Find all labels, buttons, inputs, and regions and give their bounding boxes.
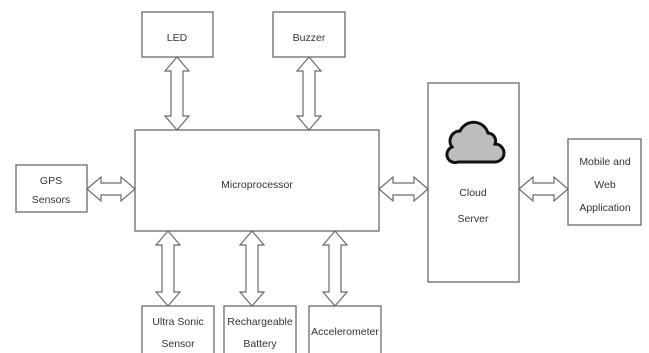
buzzer-block: Buzzer — [272, 11, 346, 58]
rechargeable-battery-block: Rechargeable Battery — [223, 305, 297, 353]
buzzer-microprocessor-arrow — [295, 56, 323, 131]
webapp-label-line1: Mobile and — [579, 156, 631, 168]
cloud-label-line1: Cloud — [459, 187, 487, 199]
led-label: LED — [167, 32, 188, 44]
battery-label-line2: Battery — [243, 338, 277, 350]
led-block: LED — [141, 11, 214, 58]
cloud-icon — [445, 120, 506, 165]
microprocessor-ultrasonic-arrow — [154, 230, 182, 307]
microprocessor-block: Microprocessor — [134, 129, 380, 232]
ultrasonic-sensor-block: Ultra Sonic Sensor — [141, 305, 215, 353]
mobile-web-application-block: Mobile and Web Application — [567, 138, 642, 226]
buzzer-label: Buzzer — [293, 32, 326, 44]
cloud-server-block: Cloud Server — [427, 82, 520, 283]
ultrasonic-label-line2: Sensor — [161, 338, 195, 350]
battery-label-line1: Rechargeable — [227, 316, 293, 328]
microprocessor-accelerometer-arrow — [321, 230, 349, 307]
accelerometer-block: Accelerometer — [308, 305, 382, 353]
webapp-label-line2: Web — [594, 179, 616, 191]
microprocessor-battery-arrow — [238, 230, 266, 307]
cloud-webapp-arrow — [518, 175, 569, 203]
gps-label-line1: GPS — [40, 175, 62, 187]
gps-sensors-block: GPS Sensors — [15, 164, 88, 213]
led-microprocessor-arrow — [163, 56, 191, 131]
microprocessor-cloud-arrow — [378, 175, 429, 203]
microprocessor-label: Microprocessor — [221, 179, 293, 191]
gps-label-line2: Sensors — [32, 194, 71, 206]
cloud-label-line2: Server — [458, 213, 489, 225]
accelerometer-label: Accelerometer — [311, 326, 379, 338]
ultrasonic-label-line1: Ultra Sonic — [152, 316, 203, 328]
webapp-label-line3: Application — [579, 202, 631, 214]
gps-microprocessor-arrow — [86, 175, 136, 203]
